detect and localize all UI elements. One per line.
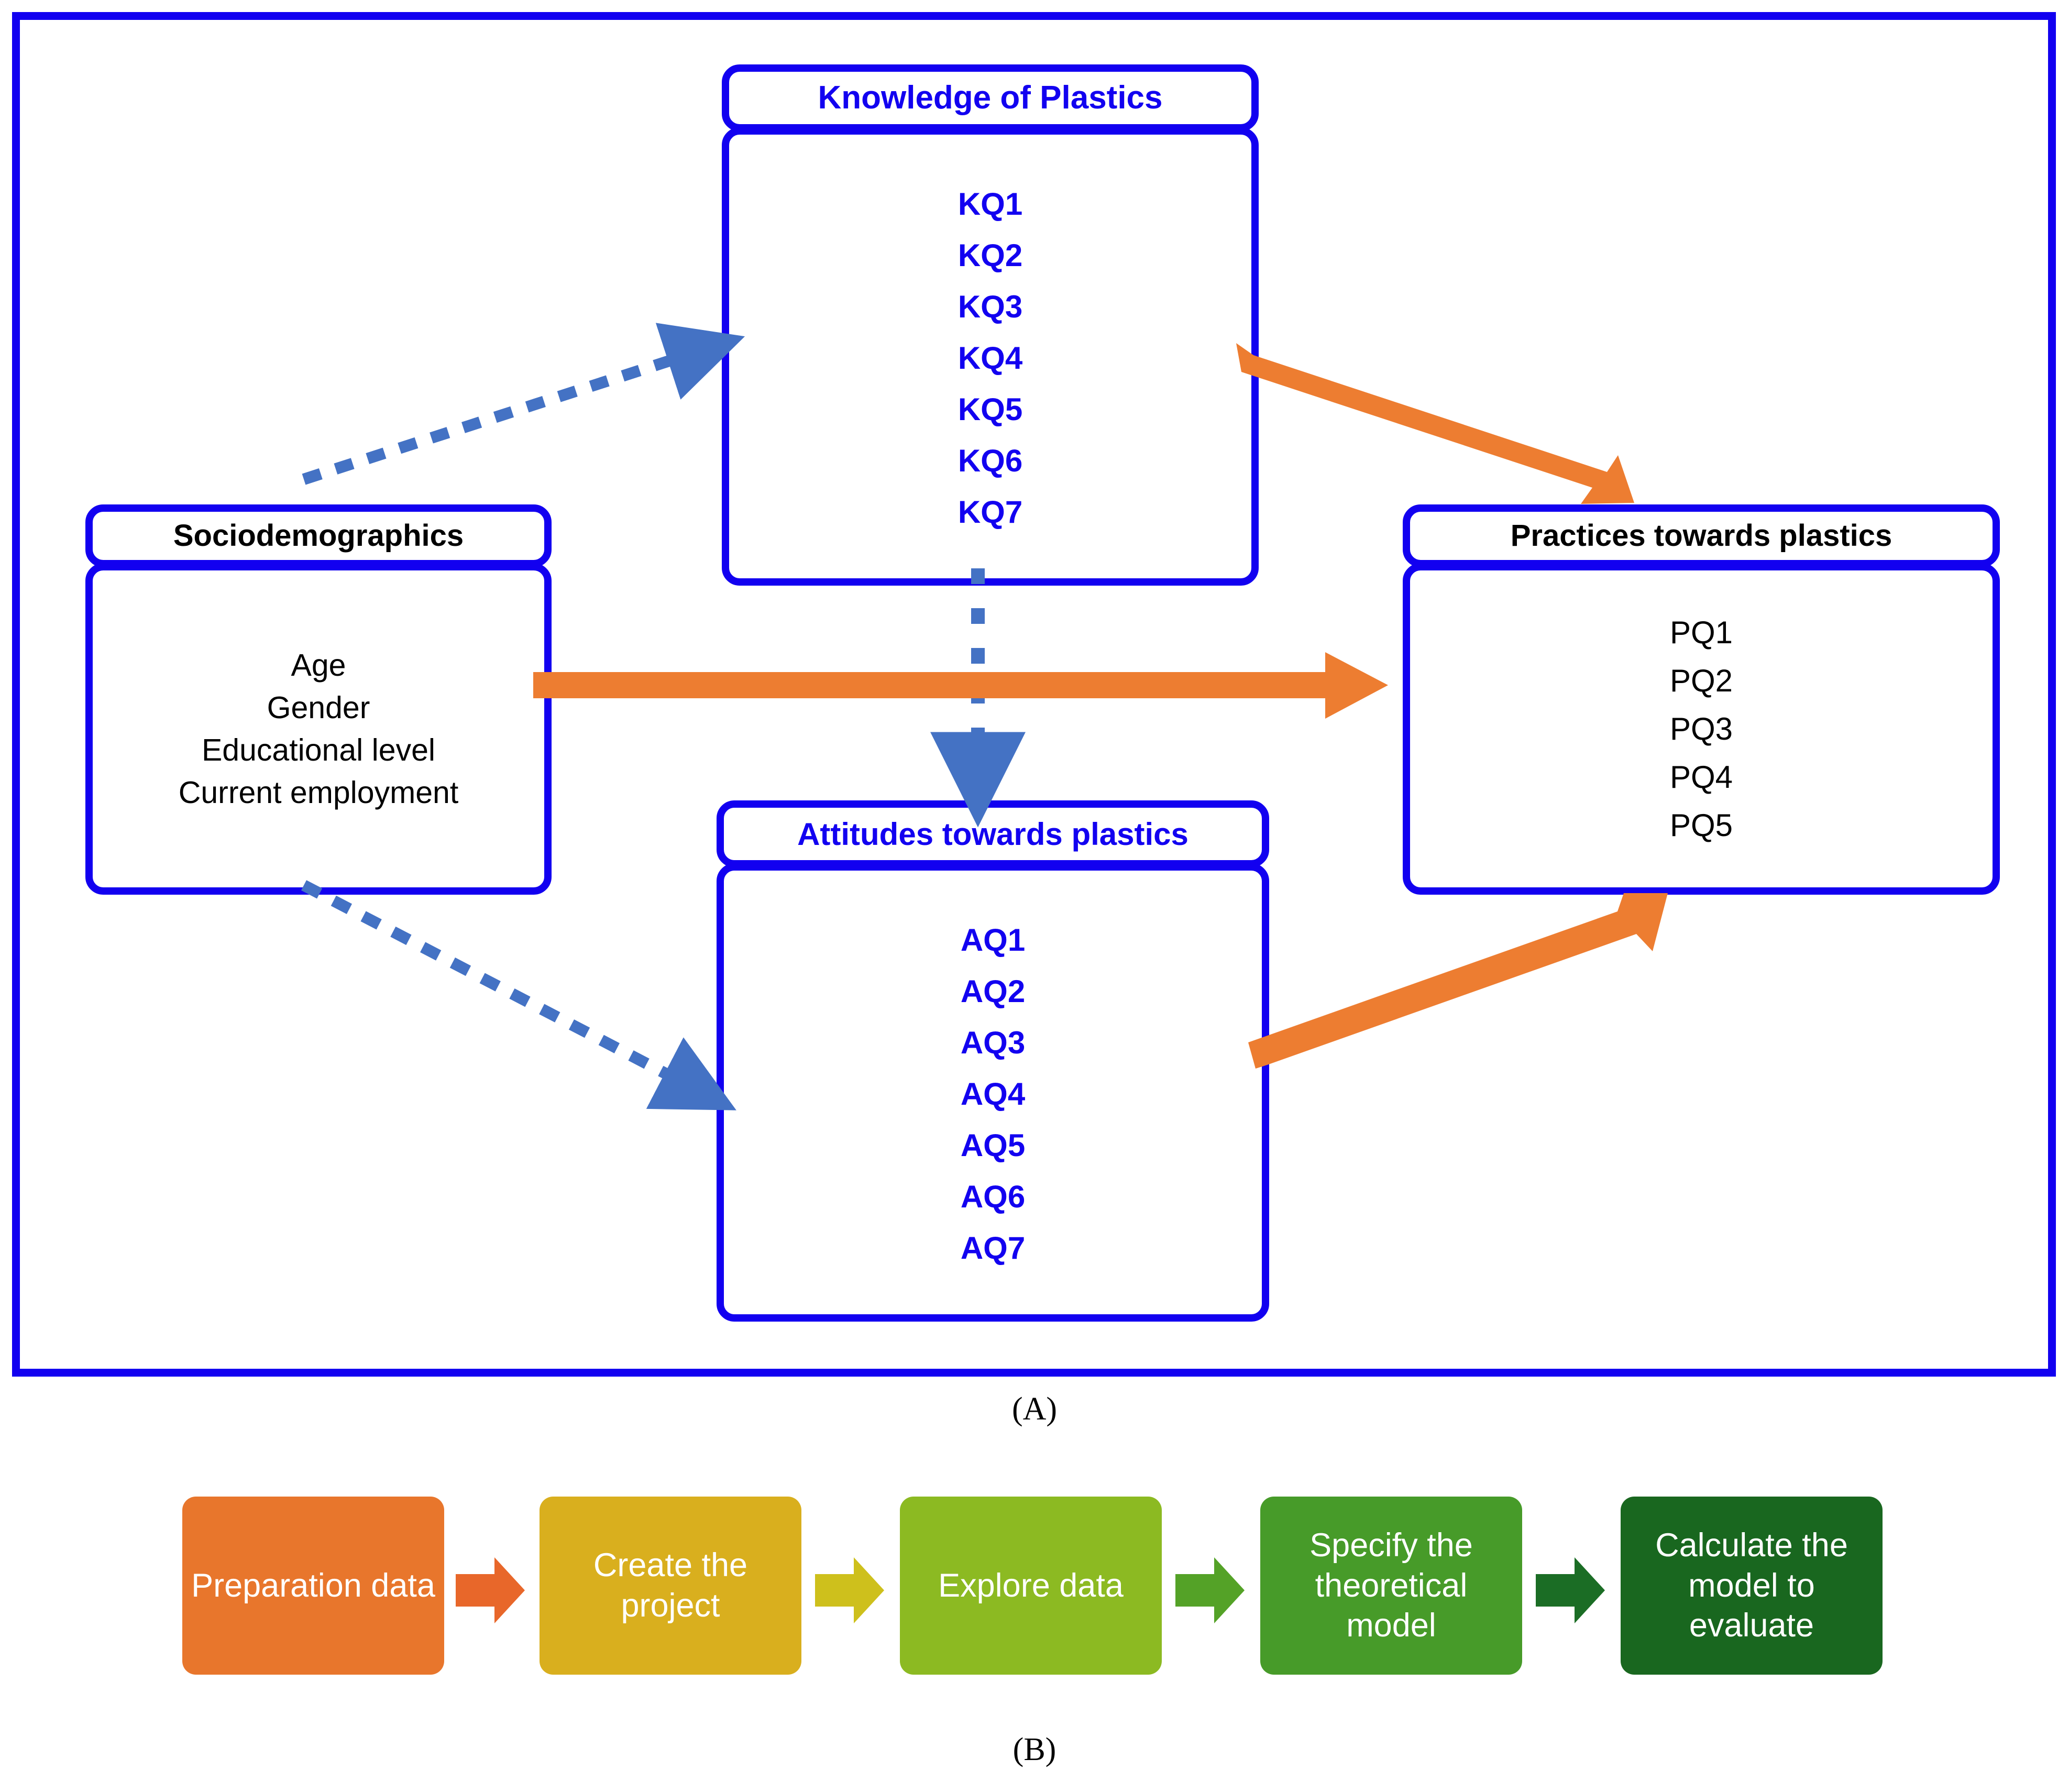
construct-item: AQ6 <box>960 1179 1026 1214</box>
construct-item: AQ3 <box>960 1025 1026 1060</box>
construct-item: PQ1 <box>1669 614 1733 650</box>
construct-box-knowledge: Knowledge of Plastics KQ1 KQ2 KQ3 KQ4 KQ… <box>722 64 1259 586</box>
construct-item: KQ3 <box>958 289 1023 324</box>
panel-b-caption: (B) <box>1013 1732 1056 1767</box>
flow-step-create-the-project[interactable]: Create the project <box>540 1497 801 1675</box>
construct-item: PQ4 <box>1669 759 1733 795</box>
panel-a-conceptual-model: Knowledge of Plastics KQ1 KQ2 KQ3 KQ4 KQ… <box>12 12 2056 1377</box>
construct-item: Educational level <box>201 732 436 767</box>
flow-arrow-2-icon <box>815 1557 884 1623</box>
construct-item: KQ2 <box>958 237 1023 273</box>
construct-item: PQ5 <box>1669 807 1733 843</box>
panel-b-workflow: Preparation data Create the project Expl… <box>0 1490 2069 1684</box>
flow-step-preparation-data[interactable]: Preparation data <box>182 1497 444 1675</box>
construct-item: AQ4 <box>960 1076 1026 1112</box>
construct-item: Current employment <box>178 775 459 810</box>
construct-items-practices: PQ1 PQ2 PQ3 PQ4 PQ5 <box>1403 563 2000 895</box>
construct-items-knowledge: KQ1 KQ2 KQ3 KQ4 KQ5 KQ6 KQ7 <box>722 127 1259 586</box>
flow-arrow-1-icon <box>456 1557 525 1623</box>
construct-item: Gender <box>267 690 370 725</box>
construct-title-attitudes: Attitudes towards plastics <box>717 800 1269 867</box>
construct-box-practices: Practices towards plastics PQ1 PQ2 PQ3 P… <box>1403 504 2000 895</box>
construct-box-attitudes: Attitudes towards plastics AQ1 AQ2 AQ3 A… <box>717 800 1269 1322</box>
flow-arrow-4-icon <box>1536 1557 1605 1623</box>
construct-items-attitudes: AQ1 AQ2 AQ3 AQ4 AQ5 AQ6 AQ7 <box>717 863 1269 1322</box>
flow-step-calculate-the-model-to-evaluate[interactable]: Calculate the model to evaluate <box>1621 1497 1883 1675</box>
construct-box-sociodemographics: Sociodemographics Age Gender Educational… <box>85 504 552 895</box>
panel-a-caption: (A) <box>1011 1391 1058 1427</box>
construct-title-practices: Practices towards plastics <box>1403 504 2000 567</box>
construct-item: KQ6 <box>958 443 1023 478</box>
flow-step-label: Preparation data <box>191 1567 435 1604</box>
construct-item: KQ1 <box>958 186 1023 222</box>
construct-item: PQ2 <box>1669 663 1733 698</box>
construct-item: Age <box>291 647 346 683</box>
construct-item: AQ5 <box>960 1127 1026 1163</box>
construct-title-sociodemographics: Sociodemographics <box>85 504 552 567</box>
construct-item: AQ7 <box>960 1230 1026 1266</box>
flow-step-label: Calculate the model to evaluate <box>1655 1526 1848 1644</box>
flow-step-specify-the-theoretical-model[interactable]: Specify the theoretical model <box>1260 1497 1522 1675</box>
flow-step-explore-data[interactable]: Explore data <box>900 1497 1162 1675</box>
construct-item: KQ5 <box>958 391 1023 427</box>
flow-step-label: Specify the theoretical model <box>1309 1526 1473 1644</box>
construct-item: AQ1 <box>960 922 1026 958</box>
flow-arrow-3-icon <box>1175 1557 1245 1623</box>
construct-item: AQ2 <box>960 973 1026 1009</box>
construct-title-knowledge: Knowledge of Plastics <box>722 64 1259 131</box>
construct-item: KQ7 <box>958 494 1023 530</box>
construct-items-sociodemographics: Age Gender Educational level Current emp… <box>85 563 552 895</box>
construct-item: PQ3 <box>1669 711 1733 746</box>
flow-step-label: Create the project <box>593 1547 748 1624</box>
construct-item: KQ4 <box>958 340 1023 376</box>
flow-step-label: Explore data <box>938 1567 1124 1604</box>
